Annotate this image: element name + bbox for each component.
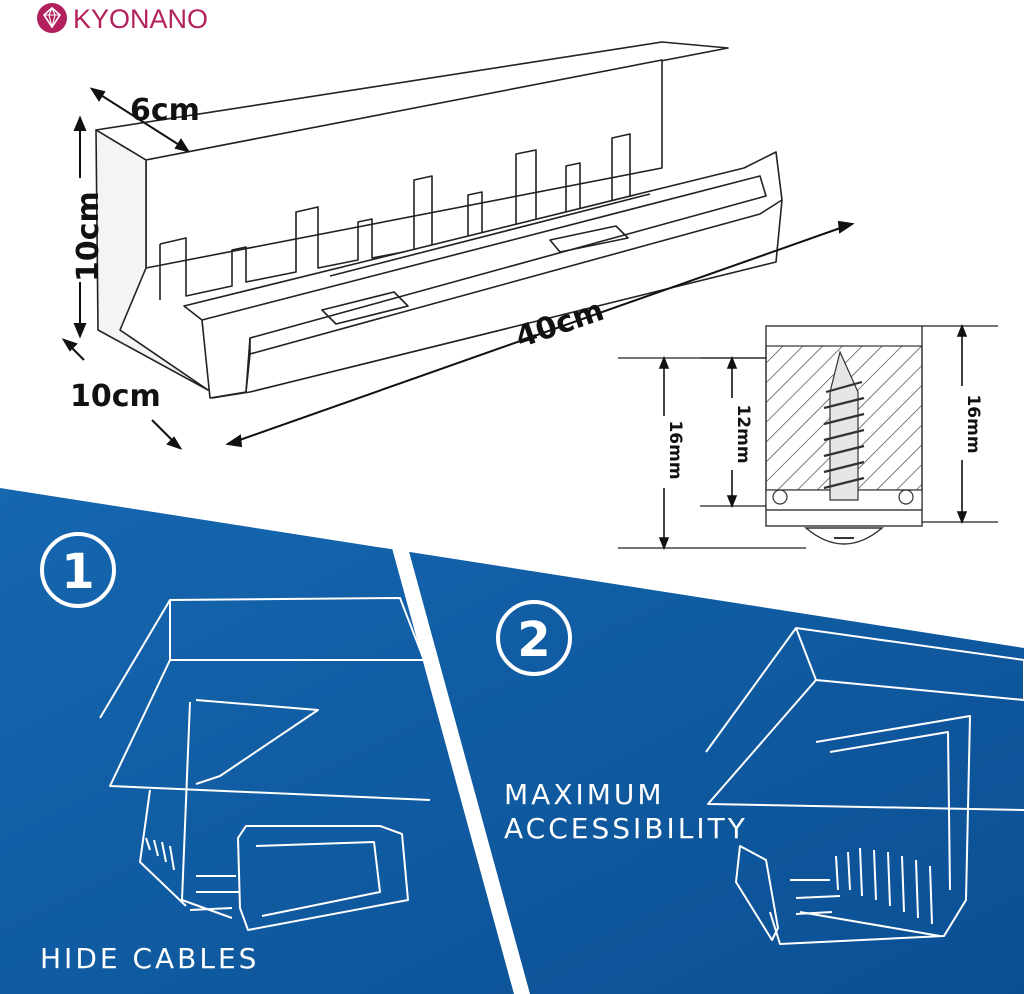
panel-divider bbox=[392, 548, 530, 994]
clamp-left-height-label: 16mm bbox=[665, 420, 685, 479]
step-1-badge bbox=[40, 532, 116, 608]
feature-panel-1: 1 HIDE CABLES bbox=[40, 532, 431, 975]
width-label: 10cm bbox=[70, 379, 161, 414]
screw-icon bbox=[804, 350, 884, 545]
height-label: 10cm bbox=[71, 191, 106, 282]
brand-gem-icon bbox=[37, 3, 67, 33]
depth-label: 6cm bbox=[130, 93, 200, 128]
feature-1-caption: HIDE CABLES bbox=[40, 942, 259, 975]
length-label: 40cm bbox=[511, 293, 608, 356]
step-1-number: 1 bbox=[61, 544, 94, 600]
cable-tray-drawing bbox=[95, 41, 783, 399]
step-2-badge bbox=[496, 600, 572, 676]
feature-panels bbox=[0, 488, 1024, 994]
screw-depth-label: 12mm bbox=[733, 404, 753, 463]
feature-2-caption-line1: MAXIMUM bbox=[504, 778, 665, 811]
brand-logo: KYONANO bbox=[37, 3, 208, 34]
under-desk-mount-illustration-1 bbox=[99, 597, 431, 931]
feature-2-caption-line2: ACCESSIBILITY bbox=[504, 812, 748, 845]
step-2-number: 2 bbox=[517, 612, 550, 668]
feature-panel-2: 2 MAXIMUM ACCESSIBILITY bbox=[496, 600, 1024, 945]
screw-clamp-detail: 16mm 12mm 16mm bbox=[618, 323, 998, 551]
clamp-right-height-label: 16mm bbox=[963, 394, 983, 453]
brand-name: KYONANO bbox=[73, 4, 208, 34]
under-desk-mount-illustration-2 bbox=[705, 627, 1024, 945]
blue-background bbox=[0, 488, 1024, 994]
dimension-arrows bbox=[61, 87, 855, 450]
